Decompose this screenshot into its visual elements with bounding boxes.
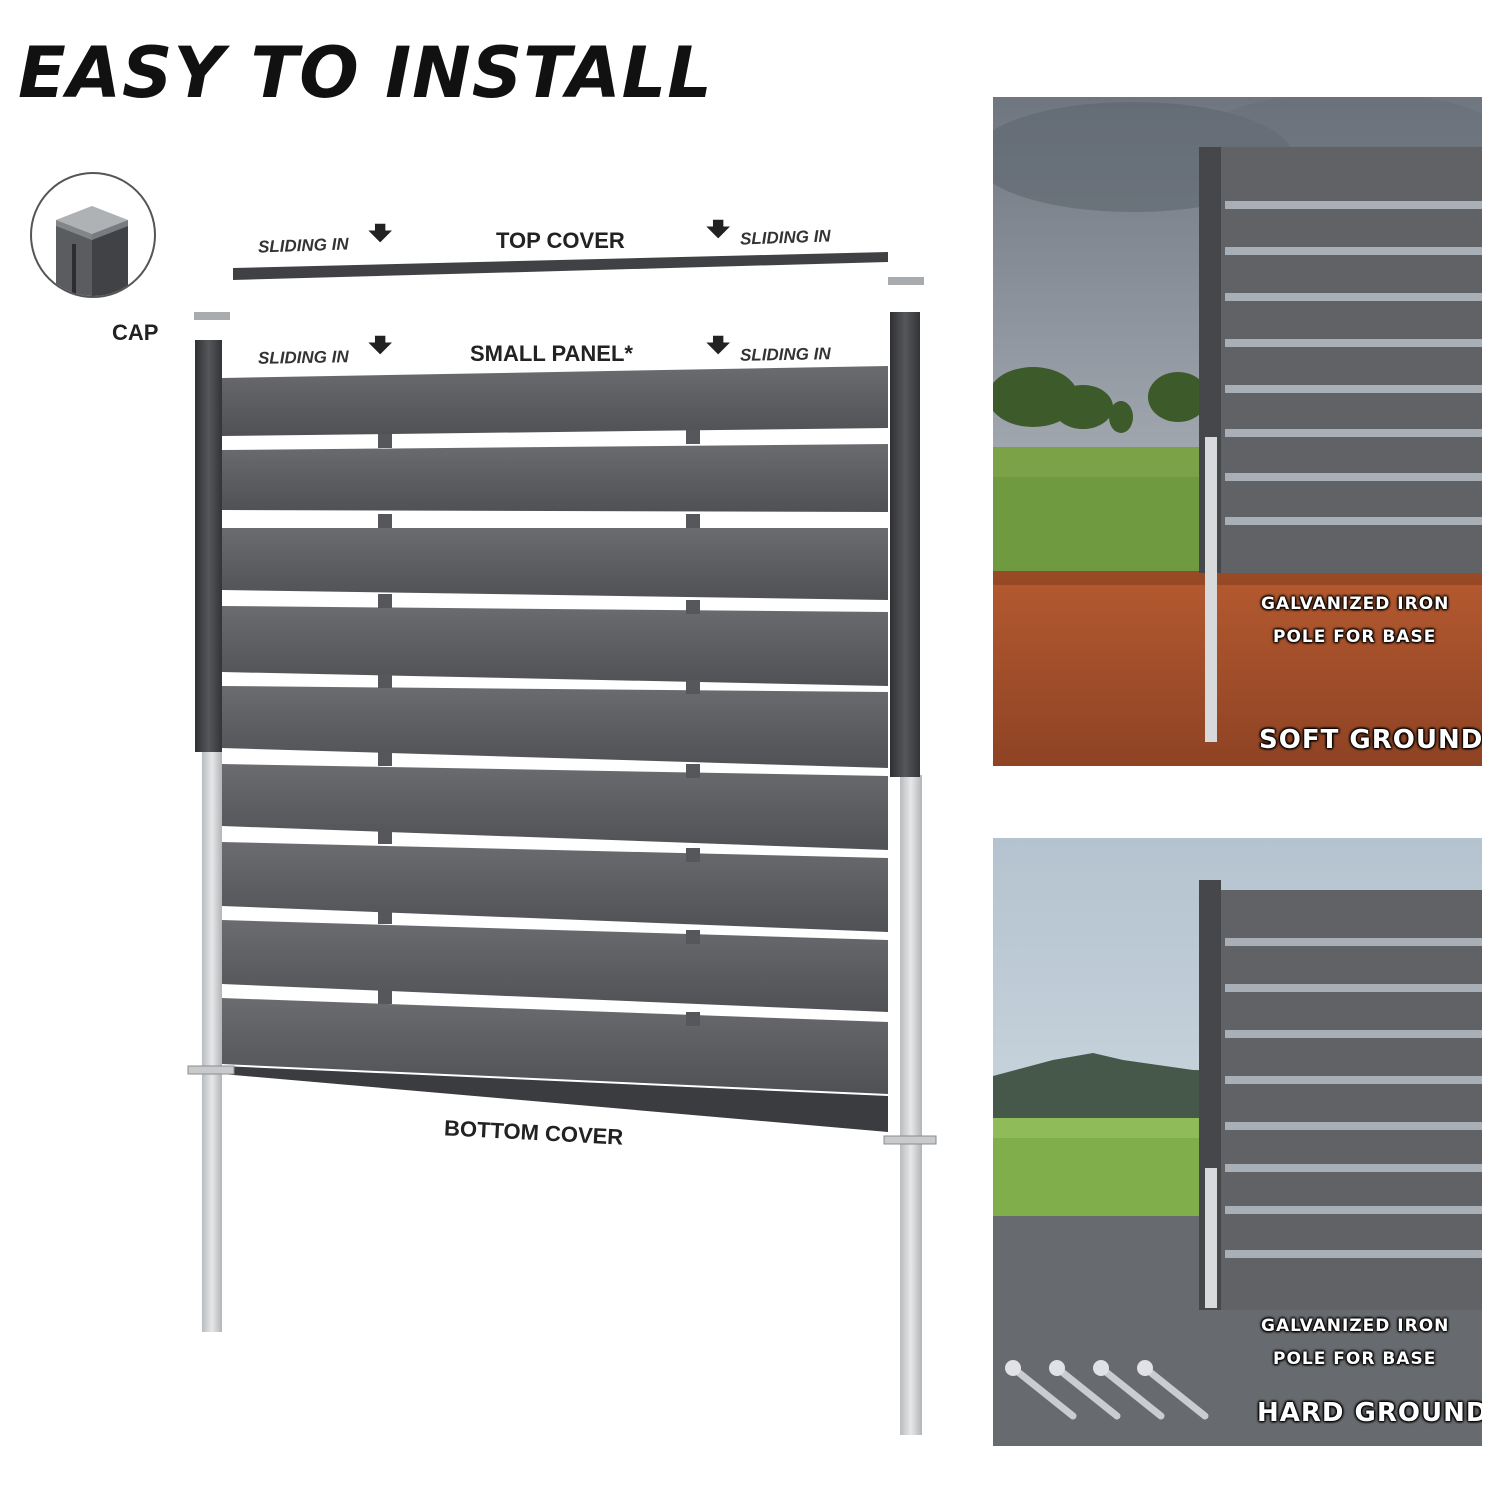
- small-panel-sliding-left: SLIDING IN: [257, 347, 349, 368]
- right-post: [890, 312, 920, 777]
- fence-slats: [222, 366, 888, 1094]
- top-cover-sliding-right: SLIDING IN: [739, 226, 831, 249]
- page-title: EASY TO INSTALL: [18, 32, 713, 114]
- slat-spacer: [378, 830, 392, 844]
- left-post-cap: [194, 312, 230, 320]
- top-cover-sliding-left: SLIDING IN: [257, 234, 349, 257]
- slat-spacer: [378, 594, 392, 608]
- top-cover-rail: [233, 252, 888, 280]
- small-panel-sliding-right: SLIDING IN: [739, 344, 831, 365]
- arrow-down-icon: 🠻: [366, 206, 395, 260]
- small-panel-label: SMALL PANEL*: [470, 341, 633, 366]
- arrow-down-icon: 🠻: [704, 202, 733, 256]
- right-post-cap: [888, 277, 924, 285]
- left-post: [195, 340, 222, 752]
- slat-spacer: [686, 848, 700, 862]
- soft-ground-photo: GALVANIZED IRON POLE FOR BASE SOFT GROUN…: [993, 97, 1482, 766]
- fence-slat: [222, 920, 888, 1012]
- slat-spacer: [378, 752, 392, 766]
- slat-spacer: [378, 434, 392, 448]
- fence-slat: [222, 764, 888, 850]
- right-base-plate: [883, 1135, 937, 1145]
- arrow-down-icon: 🠻: [704, 318, 733, 372]
- soft-pole-line2: POLE FOR BASE: [1273, 627, 1437, 647]
- slat-spacer: [686, 1012, 700, 1026]
- fence-slat: [222, 366, 888, 436]
- slat-spacer: [378, 514, 392, 528]
- arrow-down-icon: 🠻: [366, 318, 395, 372]
- anchor-bolts-icon: [1009, 1364, 1209, 1420]
- slat-spacer: [378, 910, 392, 924]
- slat-spacer: [686, 600, 700, 614]
- fence-slat: [222, 998, 888, 1094]
- fence-slat: [222, 606, 888, 686]
- hard-ground-label: HARD GROUND: [1257, 1398, 1482, 1428]
- hard-ground-photo: GALVANIZED IRON POLE FOR BASE HARD GROUN…: [993, 838, 1482, 1446]
- post-cap-icon: [56, 206, 128, 296]
- slat-spacer: [686, 514, 700, 528]
- right-galvanized-pole: [900, 775, 922, 1435]
- slat-spacer: [378, 990, 392, 1004]
- top-cover-label: TOP COVER: [496, 228, 625, 253]
- hard-pole-line2: POLE FOR BASE: [1273, 1349, 1437, 1369]
- slat-spacer: [378, 674, 392, 688]
- fence-slat: [222, 444, 888, 512]
- soft-ground-scene: [993, 97, 1482, 766]
- fence-slat: [222, 842, 888, 932]
- slat-spacer: [686, 680, 700, 694]
- fence-slat: [222, 528, 888, 600]
- left-galvanized-pole: [202, 750, 222, 1332]
- slat-spacer: [686, 930, 700, 944]
- fence-slat: [222, 686, 888, 768]
- cap-detail-image: [30, 172, 156, 298]
- slat-spacer: [686, 430, 700, 444]
- slat-spacer: [686, 764, 700, 778]
- left-base-plate: [187, 1065, 235, 1075]
- cap-label: CAP: [112, 320, 159, 345]
- bottom-cover-rail: [222, 1066, 888, 1132]
- soft-ground-label: SOFT GROUND: [1259, 725, 1482, 755]
- soft-pole-line1: GALVANIZED IRON: [1261, 594, 1450, 614]
- hard-pole-line1: GALVANIZED IRON: [1261, 1316, 1450, 1336]
- hard-ground-scene: [993, 838, 1482, 1446]
